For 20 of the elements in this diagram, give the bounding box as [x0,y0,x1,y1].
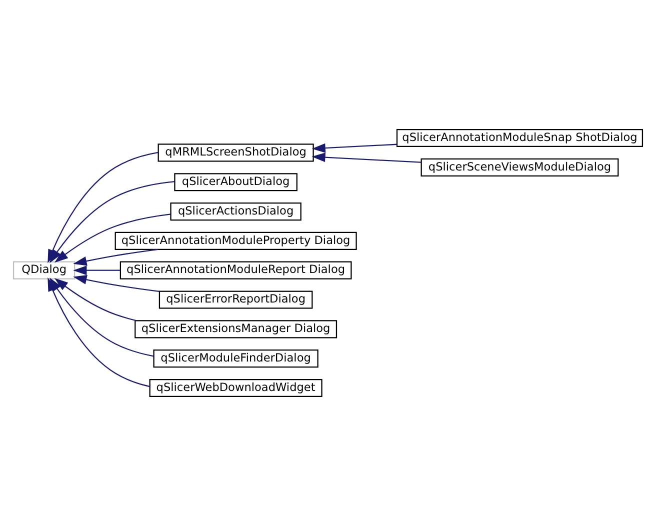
arrow [73,248,158,266]
node-box: qSlicerAnnotationModuleReport Dialog [120,261,352,280]
node-box: qMRMLScreenShotDialog [158,144,314,162]
node-box: qSlicerErrorReportDialog [158,290,313,309]
arrow [54,278,137,322]
node-box: qSlicerAnnotationModuleProperty Dialog [114,232,357,250]
node-box: qSlicerWebDownloadWidget [149,378,322,398]
node-box: qSlicerExtensionsManager Dialog [134,320,338,338]
arrow [73,266,120,276]
arrow [54,214,171,263]
node-box: qSlicerModuleFinderDialog [153,350,318,368]
node-box: qSlicerAnnotationModuleSnap ShotDialog [396,128,644,148]
arrow [312,152,422,163]
node-box: qSlicerAboutDialog [174,173,298,192]
arrow [312,143,397,153]
arrow [73,274,160,292]
arrow [50,181,175,264]
node-box: qSlicerSceneViewsModuleDialog [420,158,619,176]
node-box: QDialog [12,261,76,280]
node-box: qSlicerActionsDialog [170,202,302,221]
